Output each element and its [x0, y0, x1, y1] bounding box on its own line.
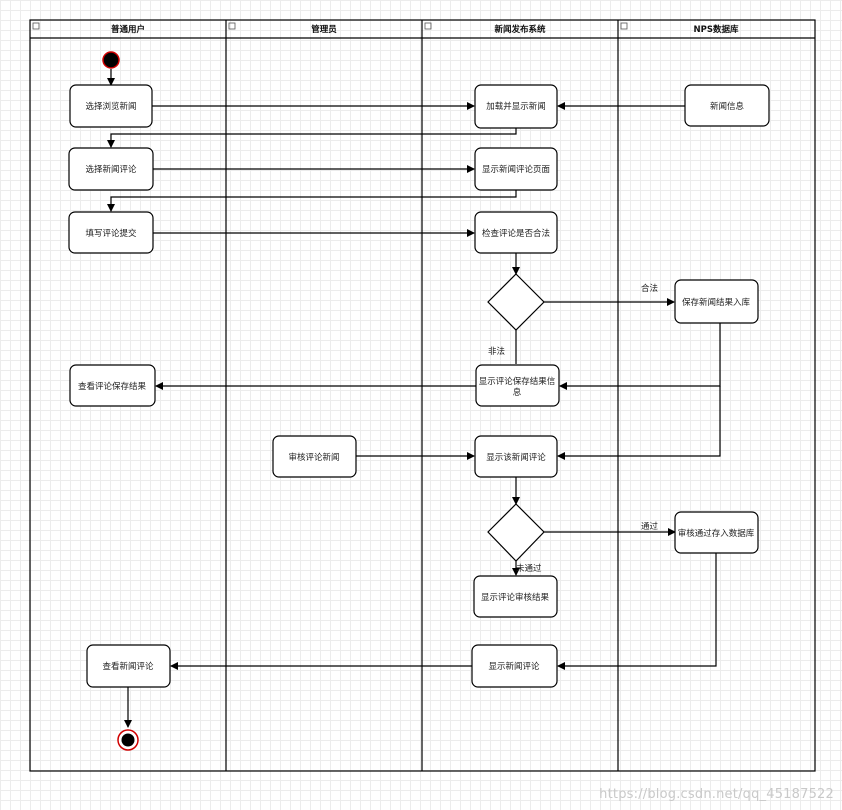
- lane-title-database: NPS数据库: [694, 24, 739, 35]
- node-label: 审核评论新闻: [288, 452, 339, 463]
- guard-illegal: 非法: [488, 346, 505, 357]
- node-label: 保存新闻结果入库: [682, 297, 751, 308]
- node-save-news-result[interactable]: 保存新闻结果入库: [674, 279, 759, 324]
- flow-arrow: [107, 128, 517, 148]
- flow-arrow: [559, 323, 721, 390]
- decision-review[interactable]: [487, 503, 545, 562]
- node-review-news[interactable]: 审核评论新闻: [272, 435, 357, 478]
- node-label: 填写评论提交: [85, 228, 137, 239]
- lane-title-admin: 管理员: [311, 24, 337, 35]
- node-browse-news[interactable]: 选择浏览新闻: [69, 84, 153, 128]
- node-show-save-result[interactable]: 显示评论保存结果信 息: [475, 364, 560, 407]
- node-show-review-result[interactable]: 显示评论审核结果: [473, 575, 558, 618]
- node-label: 显示新闻评论页面: [482, 164, 551, 175]
- node-news-info[interactable]: 新闻信息: [684, 84, 770, 127]
- lane-collapse-icon[interactable]: [228, 22, 236, 30]
- node-label: 检查评论是否合法: [482, 228, 550, 239]
- node-label: 审核通过存入数据库: [678, 528, 755, 539]
- node-label-line-1: 显示评论保存结果信: [479, 376, 556, 387]
- watermark: https://blog.csdn.net/qq_45187522: [599, 787, 834, 802]
- guard-passed: 通过: [641, 521, 659, 532]
- node-label: 显示新闻评论: [488, 661, 540, 672]
- end-node-core: [121, 733, 135, 747]
- node-label: 选择新闻评论: [85, 164, 137, 175]
- guard-not-passed: 未通过: [516, 563, 542, 574]
- swimlanes: 普通用户 管理员 新闻发布系统 NPS数据库: [29, 19, 816, 772]
- node-label: 选择浏览新闻: [85, 101, 136, 112]
- node-view-news-comment[interactable]: 查看新闻评论: [86, 644, 171, 688]
- flow-arrow: [557, 386, 721, 460]
- node-display-news-comment[interactable]: 显示新闻评论: [471, 644, 558, 688]
- flow-arrow: [107, 190, 517, 212]
- node-label: 查看评论保存结果: [78, 381, 147, 392]
- node-show-news-comment[interactable]: 显示该新闻评论: [474, 435, 558, 478]
- node-approved-store[interactable]: 审核通过存入数据库: [674, 511, 759, 554]
- node-choose-comment[interactable]: 选择新闻评论: [68, 147, 154, 191]
- connectors: [107, 69, 721, 728]
- node-label: 显示评论审核结果: [481, 592, 550, 603]
- guard-legal: 合法: [641, 283, 658, 294]
- node-view-save-result[interactable]: 查看评论保存结果: [69, 364, 156, 407]
- lane-title-user: 普通用户: [111, 24, 145, 35]
- decision-legality[interactable]: [487, 273, 545, 331]
- flow-arrow: [557, 553, 717, 670]
- node-check-comment[interactable]: 检查评论是否合法: [474, 211, 558, 254]
- node-label: 显示该新闻评论: [486, 452, 546, 463]
- start-node[interactable]: [102, 51, 120, 69]
- lane-collapse-icon[interactable]: [32, 22, 40, 30]
- node-show-comment-page[interactable]: 显示新闻评论页面: [474, 147, 558, 191]
- node-label: 加载并显示新闻: [486, 101, 546, 112]
- activity-nodes: 选择浏览新闻 加载并显示新闻 新闻信息 选择新闻评论 显示新闻评论页面 填写评论…: [68, 84, 770, 688]
- node-load-show-news[interactable]: 加载并显示新闻: [474, 84, 558, 129]
- node-label: 查看新闻评论: [102, 661, 154, 672]
- lane-title-system: 新闻发布系统: [494, 24, 546, 35]
- node-label: 新闻信息: [710, 101, 745, 112]
- lane-collapse-icon[interactable]: [424, 22, 432, 30]
- node-fill-submit[interactable]: 填写评论提交: [68, 211, 154, 254]
- lane-collapse-icon[interactable]: [620, 22, 628, 30]
- node-label-line-2: 息: [513, 387, 522, 398]
